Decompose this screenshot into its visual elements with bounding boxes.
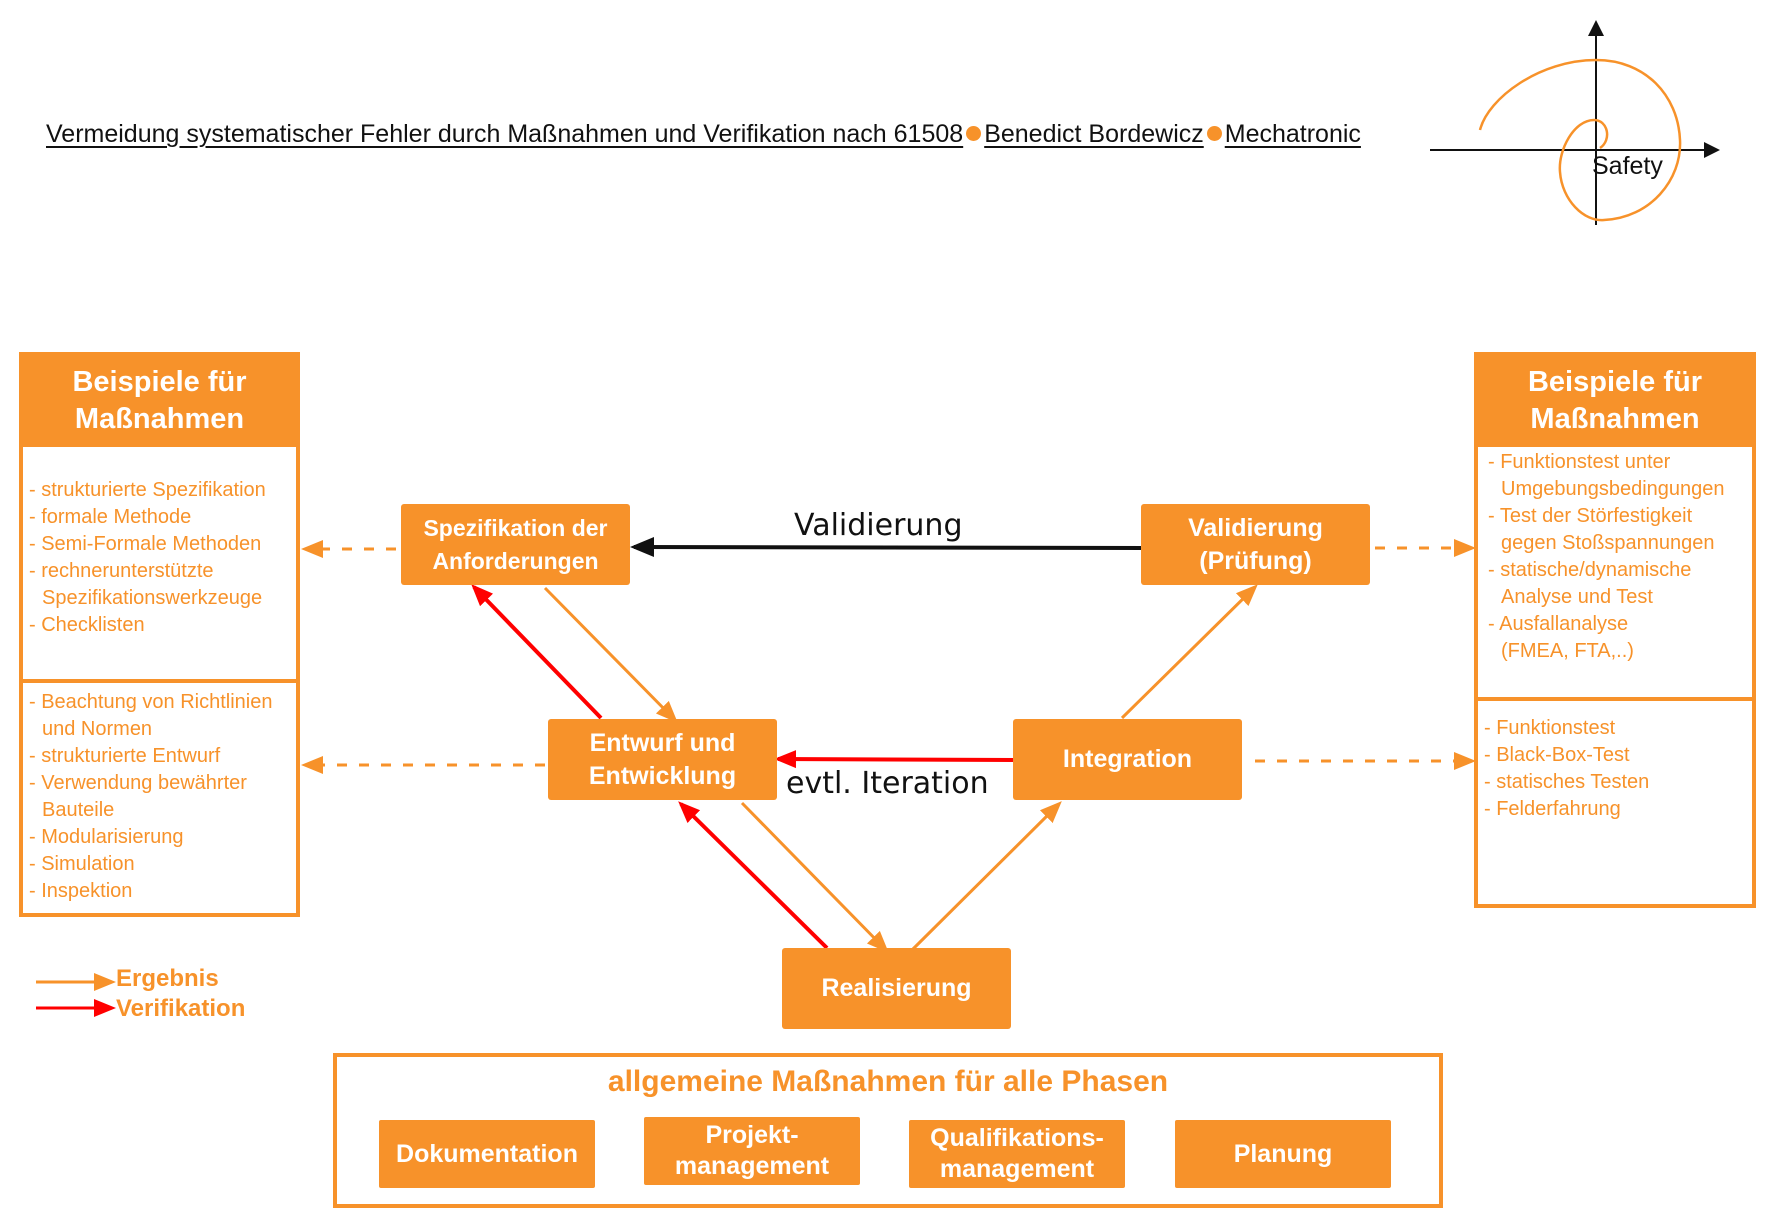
list-item: - Inspektion: [29, 880, 133, 902]
measure-label-line2: management: [674, 1152, 830, 1180]
list-item: - strukturierte Spezifikation: [29, 479, 266, 501]
list-item: - statische/dynamische: [1488, 559, 1692, 581]
general-measures-title: allgemeine Maßnahmen für alle Phasen: [607, 1065, 1169, 1098]
iteration-arrow: [774, 750, 1016, 769]
result-real-to-integration-arrow: [911, 801, 1062, 951]
measure-label-line1: Planung: [1233, 1139, 1333, 1168]
list-item: - Black-Box-Test: [1484, 744, 1630, 766]
list-item: und Normen: [42, 718, 153, 740]
list-item: - Simulation: [29, 853, 135, 875]
measure-label-line1: Qualifikations-: [930, 1124, 1104, 1152]
verify-real-to-design-arrow: [678, 801, 829, 950]
validation-edge-label: Validierung: [794, 508, 963, 543]
result-design-to-real-arrow: [740, 801, 889, 953]
list-item: - Modularisierung: [29, 826, 184, 848]
list-item: - statisches Testen: [1484, 771, 1650, 793]
logo-label: Safety: [1592, 152, 1663, 180]
measure-project-management[interactable]: Projekt-management: [644, 1117, 860, 1185]
measure-qualification-management[interactable]: Qualifikations-management: [909, 1120, 1125, 1188]
list-item: - Test der Störfestigkeit: [1488, 505, 1693, 527]
phase-realization-label: Realisierung: [821, 974, 972, 1002]
list-item: - Checklisten: [29, 614, 145, 636]
list-item: Analyse und Test: [1501, 586, 1653, 608]
list-item: - Funktionstest: [1484, 717, 1616, 739]
header-title: Vermeidung systematischer Fehler durch M…: [46, 120, 964, 148]
list-item: - Semi-Formale Methoden: [29, 533, 262, 555]
phase-validation[interactable]: Validierung (Prüfung): [1141, 504, 1370, 585]
validation-arrow: [630, 537, 1144, 558]
bullet-dot-icon: [1206, 126, 1222, 141]
list-item: - formale Methode: [29, 506, 192, 528]
header-org: Mechatronic: [1224, 120, 1361, 148]
left-panel-spec-measures: - strukturierte Spezifikation - formale …: [23, 447, 296, 679]
result-integration-to-validation-arrow: [1120, 584, 1258, 720]
logo-spiral: [1478, 58, 1682, 222]
list-item: - rechnerunterstützte: [29, 560, 214, 582]
left-panel-design-measures: - Beachtung von Richtlinien und Normen -…: [23, 679, 296, 905]
list-item: gegen Stoßspannungen: [1501, 532, 1715, 554]
phase-integration-label: Integration: [1062, 745, 1193, 773]
list-item: Spezifikationswerkzeuge: [42, 587, 263, 609]
right-panel-title-line2: Maßnahmen: [1530, 403, 1700, 435]
phase-realization[interactable]: Realisierung: [782, 948, 1011, 1029]
measure-label-line2: management: [939, 1155, 1095, 1183]
safety-spiral-logo-icon: [1430, 20, 1720, 225]
list-item: Bauteile: [42, 799, 115, 821]
list-item: - Verwendung bewährter: [29, 772, 247, 794]
measure-planning[interactable]: Planung: [1175, 1120, 1391, 1188]
phase-integration[interactable]: Integration: [1013, 719, 1242, 800]
list-item: - Beachtung von Richtlinien: [29, 691, 273, 713]
legend-verification-label: Verifikation: [116, 995, 246, 1022]
general-measures-panel: allgemeine Maßnahmen für alle Phasen Dok…: [333, 1053, 1443, 1208]
phase-spec-line1: Spezifikation der: [423, 514, 608, 541]
list-item: - Ausfallanalyse: [1488, 613, 1629, 635]
list-item: (FMEA, FTA,..): [1501, 640, 1634, 662]
left-panel-title: Beispiele für Maßnahmen: [23, 356, 296, 447]
result-spec-to-design-arrow: [543, 586, 678, 723]
bullet-dot-icon: [966, 126, 982, 141]
header-author: Benedict Bordewicz: [984, 120, 1204, 148]
list-item: - Funktionstest unter: [1488, 451, 1671, 473]
phase-spec-line2: Anforderungen: [432, 547, 599, 574]
phase-validation-line2: (Prüfung): [1199, 546, 1312, 575]
left-measures-panel: Beispiele für Maßnahmen - strukturierte …: [19, 352, 300, 917]
list-item: - strukturierte Entwurf: [29, 745, 221, 767]
header-title-line: Vermeidung systematischer Fehler durch M…: [46, 120, 1361, 149]
measure-documentation[interactable]: Dokumentation: [379, 1120, 595, 1188]
phase-design-line2: Entwicklung: [588, 761, 737, 790]
phase-design-line1: Entwurf und: [589, 728, 736, 757]
legend-result-label: Ergebnis: [116, 965, 219, 992]
right-panel-validation-measures: - Funktionstest unter Umgebungsbedingung…: [1478, 447, 1752, 697]
right-panel-title: Beispiele für Maßnahmen: [1478, 356, 1752, 447]
right-panel-integration-measures: - Funktionstest - Black-Box-Test - stati…: [1478, 697, 1752, 823]
right-panel-title-line1: Beispiele für: [1527, 366, 1703, 398]
left-panel-title-line1: Beispiele für: [72, 366, 247, 398]
measure-label-line1: Dokumentation: [396, 1139, 578, 1168]
left-panel-title-line2: Maßnahmen: [74, 403, 245, 435]
phase-validation-line1: Validierung: [1188, 513, 1323, 542]
list-item: - Felderfahrung: [1484, 798, 1621, 820]
list-item: Umgebungsbedingungen: [1501, 478, 1725, 500]
right-measures-panel: Beispiele für Maßnahmen - Funktionstest …: [1474, 352, 1756, 908]
measure-label-line1: Projekt-: [705, 1121, 799, 1149]
iteration-edge-label: evtl. Iteration: [786, 766, 989, 801]
verify-design-to-spec-arrow: [471, 584, 603, 720]
